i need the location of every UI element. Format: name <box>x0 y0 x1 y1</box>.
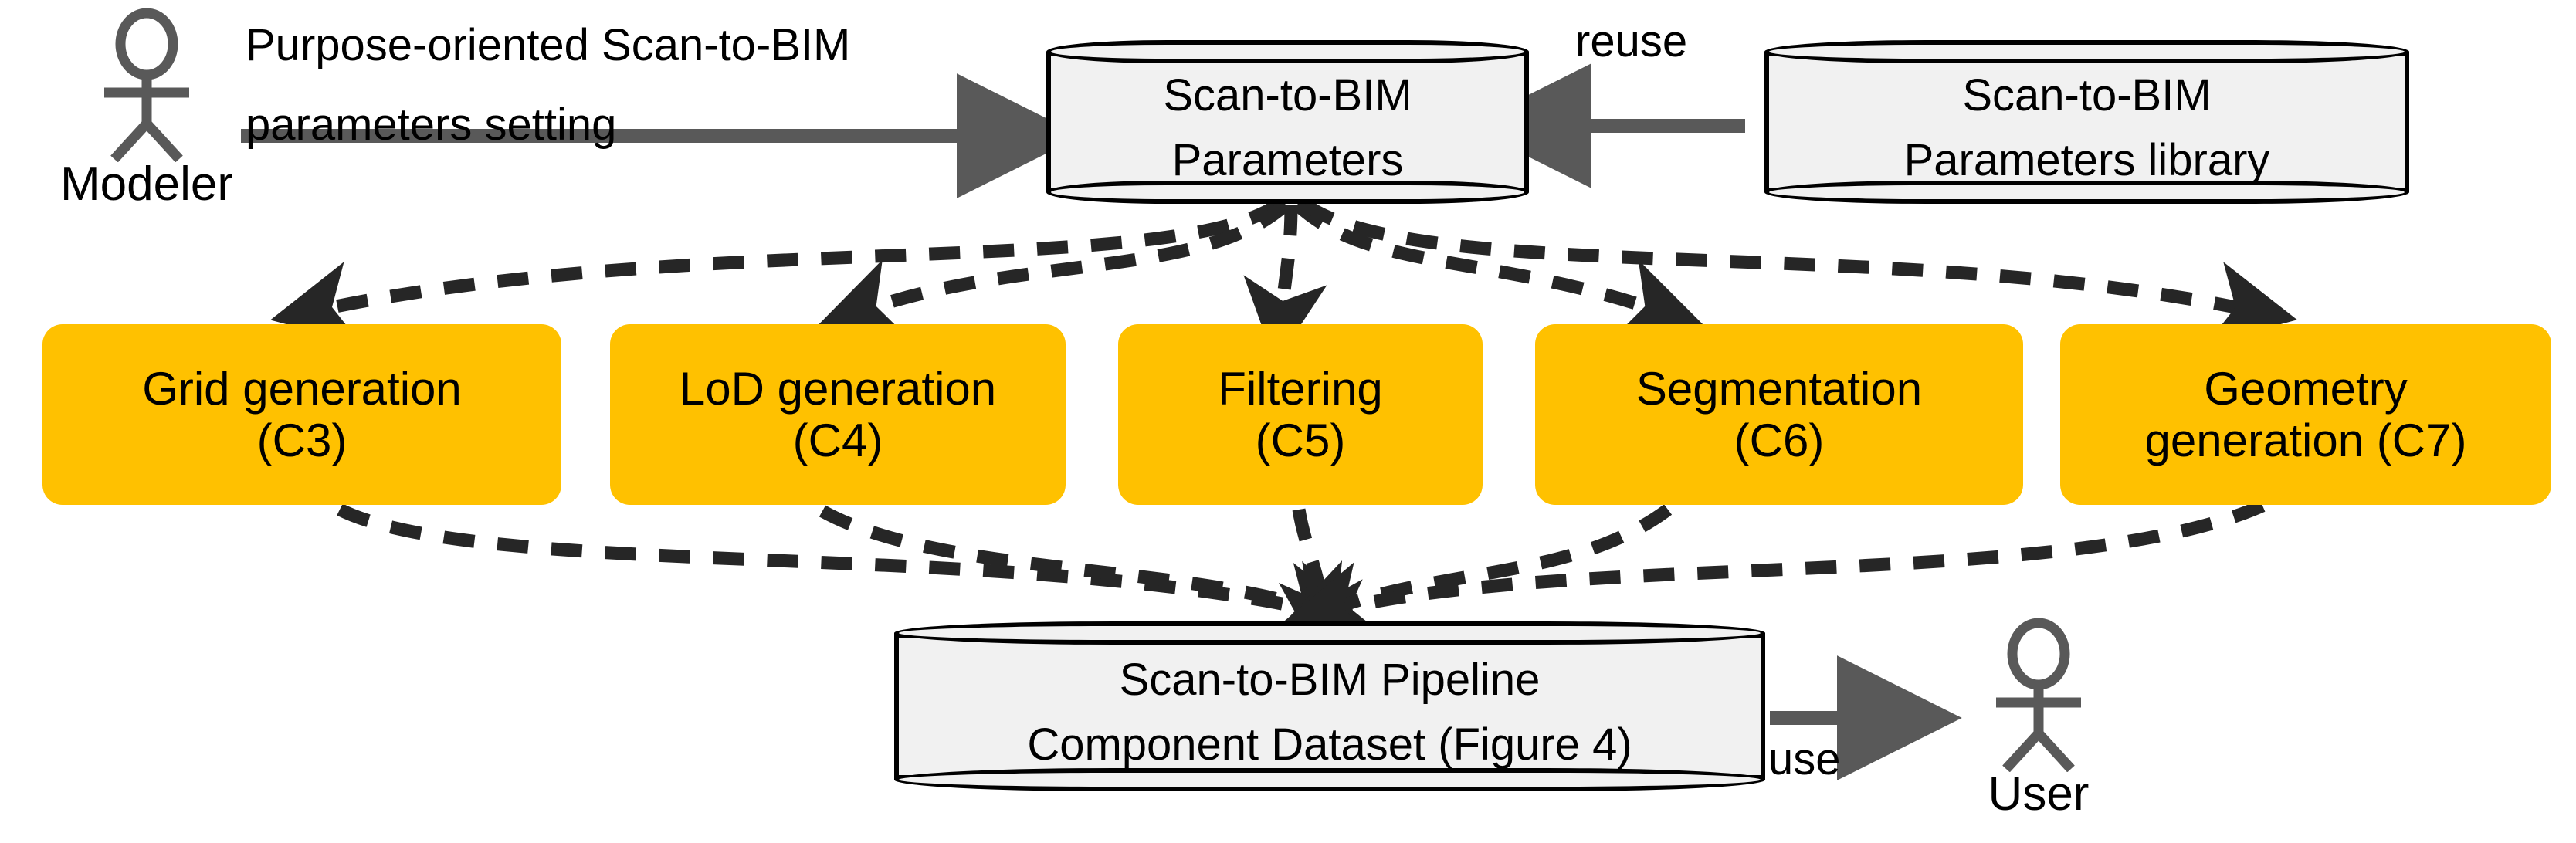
connector-filtering-to-dataset <box>1278 508 1363 665</box>
datastore-line-2: Parameters <box>1171 135 1404 186</box>
datastore-scan-to-bim-parameters-library: Scan-to-BIM Parameters library <box>1764 40 2409 204</box>
actor-modeler: Modeler <box>46 8 247 208</box>
process-geometry-generation-label: Geometry generation (C7) <box>2145 363 2467 466</box>
connector-parameters-to-grid-generation <box>270 199 1282 344</box>
actor-user-label: User <box>1988 767 2090 821</box>
edge-label-parameters-setting-line2: parameters setting <box>246 99 617 150</box>
stick-figure-icon <box>104 8 189 163</box>
datastore-bottom-cap <box>894 768 1765 791</box>
datastore-bottom-cap <box>1046 181 1529 204</box>
datastore-scan-to-bim-parameters-text: Scan-to-BIM Parameters <box>1046 63 1529 193</box>
datastore-top-cap <box>1046 40 1529 63</box>
datastore-pipeline-component-dataset-text: Scan-to-BIM Pipeline Component Dataset (… <box>894 648 1765 777</box>
process-lod-generation-label: LoD generation (C4) <box>680 363 996 466</box>
datastore-scan-to-bim-parameters: Scan-to-BIM Parameters <box>1046 40 1529 204</box>
process-line-1: Segmentation <box>1635 362 1923 415</box>
datastore-scan-to-bim-parameters-library-text: Scan-to-BIM Parameters library <box>1764 63 2409 193</box>
actor-modeler-label: Modeler <box>60 157 233 211</box>
process-line-1: LoD generation <box>679 362 997 415</box>
datastore-line-1: Scan-to-BIM Pipeline <box>1119 655 1541 705</box>
process-line-1: Filtering <box>1218 362 1383 415</box>
process-line-2: (C3) <box>256 415 347 466</box>
edge-label-reuse: reuse <box>1575 15 1687 68</box>
connector-segmentation-to-dataset <box>1278 504 1673 639</box>
datastore-line-1: Scan-to-BIM <box>1163 70 1412 120</box>
connector-grid-generation-to-dataset <box>337 503 1367 645</box>
connector-parameters-to-lod-generation <box>816 199 1290 340</box>
datastore-body <box>894 633 1765 780</box>
connector-lod-generation-to-dataset <box>819 505 1369 642</box>
edge-label-use: use <box>1768 733 1841 786</box>
edge-label-use-text: use <box>1768 734 1841 784</box>
datastore-top-cap <box>1764 40 2409 63</box>
datastore-bottom-cap <box>1764 181 2409 204</box>
stick-figure-icon <box>1996 618 2081 773</box>
actor-user: User <box>1938 618 2139 826</box>
process-lod-generation[interactable]: LoD generation (C4) <box>610 324 1066 505</box>
connector-parameters-to-segmentation <box>1293 199 1705 340</box>
process-filtering[interactable]: Filtering (C5) <box>1118 324 1483 505</box>
process-line-1: Geometry <box>2204 362 2408 415</box>
process-geometry-generation[interactable]: Geometry generation (C7) <box>2060 324 2551 505</box>
process-grid-generation[interactable]: Grid generation (C3) <box>42 324 561 505</box>
datastore-line-1: Scan-to-BIM <box>1962 70 2212 120</box>
edge-label-parameters-setting: Purpose-oriented Scan-to-BIM parameters … <box>246 19 850 153</box>
connector-geometry-generation-to-dataset <box>1282 499 2266 645</box>
datastore-top-cap <box>894 621 1765 645</box>
datastore-scan-to-bim-pipeline-component-dataset: Scan-to-BIM Pipeline Component Dataset (… <box>894 621 1765 791</box>
connector-parameters-to-filtering <box>1243 204 1327 364</box>
process-line-2: (C6) <box>1734 415 1825 466</box>
process-line-2: (C5) <box>1255 415 1346 466</box>
process-grid-generation-label: Grid generation (C3) <box>142 363 462 466</box>
process-line-1: Grid generation <box>142 362 462 415</box>
process-segmentation-label: Segmentation (C6) <box>1636 363 1922 466</box>
datastore-line-2: Parameters library <box>1903 135 2270 186</box>
edge-label-parameters-setting-line1: Purpose-oriented Scan-to-BIM <box>246 20 851 70</box>
process-segmentation[interactable]: Segmentation (C6) <box>1535 324 2023 505</box>
process-line-2: generation (C7) <box>2144 415 2467 466</box>
datastore-line-2: Component Dataset (Figure 4) <box>1027 719 1632 770</box>
connector-parameters-to-geometry-generation <box>1301 199 2297 344</box>
edge-label-reuse-text: reuse <box>1575 16 1688 66</box>
process-line-2: (C4) <box>792 415 883 466</box>
process-filtering-label: Filtering (C5) <box>1218 363 1382 466</box>
